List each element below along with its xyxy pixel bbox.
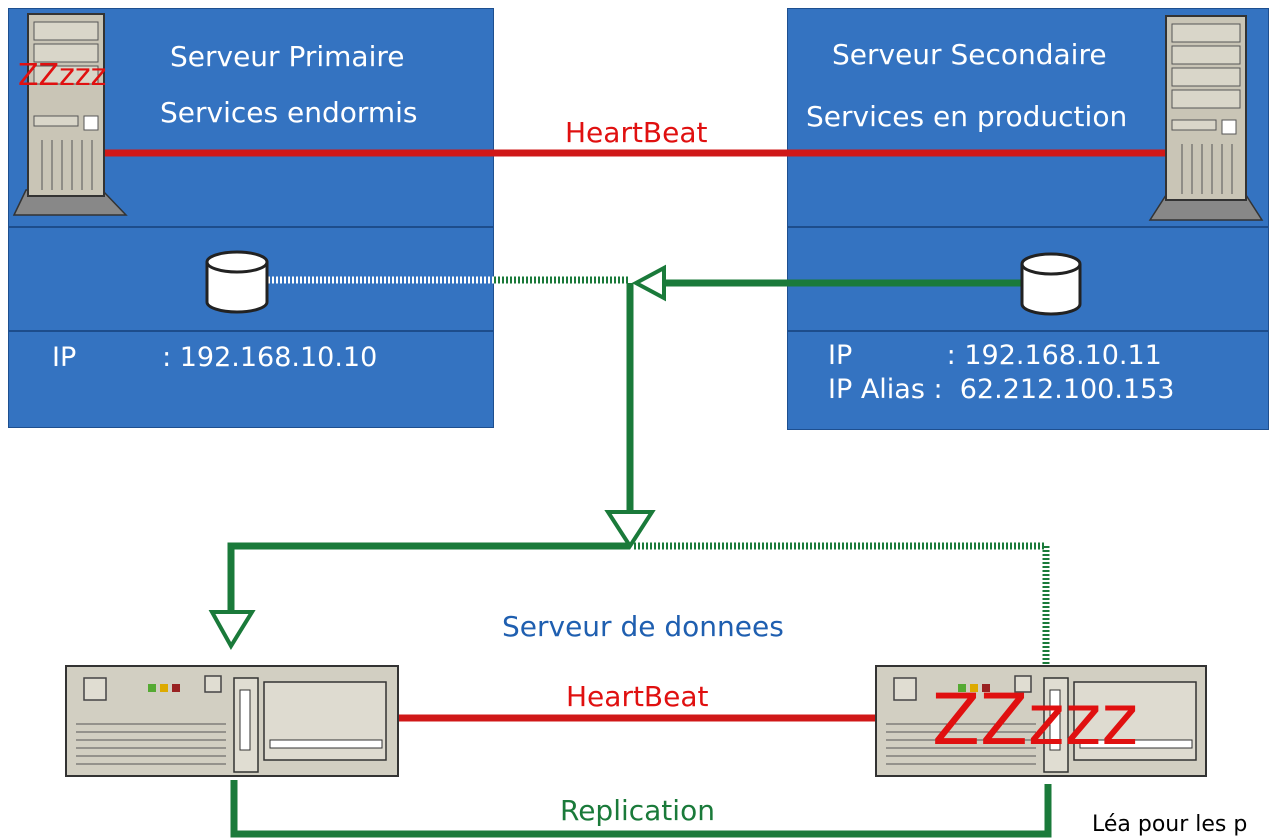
primary-divider-2 — [9, 330, 493, 332]
primary-db-icon — [205, 250, 269, 314]
replication-line — [230, 780, 1052, 838]
secondary-subtitle: Services en production — [806, 100, 1128, 133]
secondary-divider-1 — [788, 226, 1268, 228]
trunk-arrow-down — [604, 510, 656, 550]
heartbeat-top-label: HeartBeat — [565, 116, 708, 149]
replication-label: Replication — [560, 794, 715, 827]
primary-ip: IP : 192.168.10.10 — [52, 342, 378, 373]
primary-subtitle: Services endormis — [160, 96, 418, 129]
data-server-sleep-label: ZZzzz — [932, 679, 1139, 761]
secondary-title: Serveur Secondaire — [832, 38, 1107, 71]
data-server-label: Serveur de donnees — [502, 610, 784, 643]
primary-title: Serveur Primaire — [170, 40, 405, 73]
credit-text: Léa pour les p — [1092, 812, 1248, 837]
branch-left-arrow-down — [208, 610, 256, 650]
secondary-divider-2 — [788, 330, 1268, 332]
primary-sleep-label: ZZzzz — [18, 58, 107, 93]
branch-right-dotted-line — [634, 542, 1050, 668]
secondary-tower-icon — [1148, 15, 1264, 221]
replication-arrow-left — [631, 264, 666, 302]
branch-left-line — [227, 542, 630, 612]
primary-tower-icon — [12, 13, 128, 216]
secondary-db-icon — [1020, 252, 1082, 316]
secondary-ip-alias: IP Alias : 62.212.100.153 — [828, 374, 1175, 405]
secondary-ip: IP : 192.168.10.11 — [828, 340, 1162, 371]
heartbeat-bottom-label: HeartBeat — [566, 680, 709, 713]
data-server-left-icon — [65, 665, 399, 777]
data-server-right-icon — [875, 665, 1207, 777]
primary-divider-1 — [9, 226, 493, 228]
